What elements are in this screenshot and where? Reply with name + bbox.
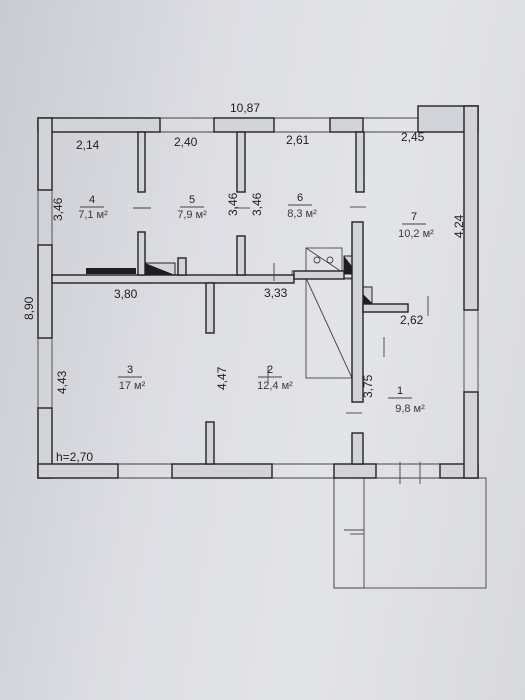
room-number: 7 (411, 211, 417, 223)
room-5: 5 7,9 м² (177, 194, 207, 221)
room-area: 7,1 м² (78, 209, 108, 221)
porch (333, 477, 487, 589)
walls (37, 105, 479, 479)
room-number: 6 (297, 192, 303, 204)
dimensions: 10,87 2,14 2,40 2,61 2,45 3,46 3,46 3,46… (22, 101, 466, 464)
dim-2-45: 2,45 (401, 130, 425, 144)
room-area: 7,9 м² (177, 209, 207, 221)
room-1: 1 9,8 м² (388, 385, 425, 415)
stove (305, 247, 343, 273)
window-lines (37, 117, 479, 479)
room-4: 4 7,1 м² (78, 194, 108, 221)
dim-overall-width: 10,87 (230, 101, 260, 115)
room-number: 2 (267, 364, 273, 376)
room-number: 5 (189, 194, 195, 206)
room-area: 17 м² (119, 380, 146, 392)
dim-3-46-mid-a: 3,46 (226, 192, 240, 216)
dim-2-40: 2,40 (174, 135, 198, 149)
dim-3-46-mid-b: 3,46 (250, 192, 264, 216)
dim-overall-depth: 8,90 (22, 296, 36, 320)
room-6: 6 8,3 м² (287, 192, 317, 220)
dim-4-24: 4,24 (452, 214, 466, 238)
door-marks (133, 206, 429, 484)
room-3: 3 17 м² (118, 364, 146, 392)
dim-4-47: 4,47 (215, 366, 229, 390)
dim-3-33: 3,33 (264, 286, 288, 300)
room-number: 3 (127, 364, 133, 376)
dim-3-46-left: 3,46 (51, 197, 65, 221)
room-area: 12,4 м² (257, 380, 293, 392)
room-7: 7 10,2 м² (398, 211, 434, 240)
room-number: 4 (89, 194, 95, 206)
room-number: 1 (397, 385, 403, 397)
dim-4-43: 4,43 (55, 370, 69, 394)
room-area: 8,3 м² (287, 208, 317, 220)
staircase (291, 270, 355, 379)
room-2: 2 12,4 м² (257, 364, 293, 392)
ceiling-height: h=2,70 (56, 450, 93, 464)
dim-2-62: 2,62 (400, 313, 424, 327)
room-area: 9,8 м² (395, 403, 425, 415)
dim-3-75: 3,75 (361, 374, 375, 398)
dim-3-80: 3,80 (114, 287, 138, 301)
dim-2-61: 2,61 (286, 133, 310, 147)
rooms: 1 9,8 м² 2 12,4 м² 3 17 м² 4 7,1 м² 5 7,… (78, 192, 434, 415)
room-area: 10,2 м² (398, 228, 434, 240)
dim-2-14: 2,14 (76, 138, 100, 152)
